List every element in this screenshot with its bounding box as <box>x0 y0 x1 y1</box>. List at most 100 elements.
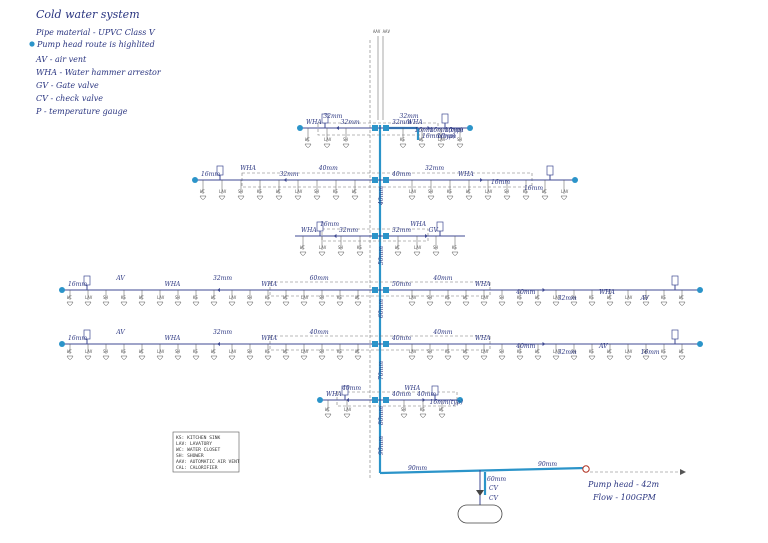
fixture-icon <box>462 355 470 360</box>
fixture-label: KS <box>420 407 425 412</box>
fixture-label: SH <box>175 349 180 354</box>
fixture-label: LAV <box>344 407 352 412</box>
fixture-icon <box>282 301 290 306</box>
fixture-label: SH <box>338 245 343 250</box>
fixture-label: WC <box>535 295 540 300</box>
fixture-icon <box>264 355 272 360</box>
fixture-icon <box>210 355 218 360</box>
arrow-left-icon <box>336 126 339 130</box>
fixture-label: SH <box>499 295 504 300</box>
fixture-icon <box>282 355 290 360</box>
pipe-size-label: WHA <box>599 289 615 296</box>
fixture-icon <box>342 143 350 148</box>
fixture-icon <box>498 355 506 360</box>
fixture-icon <box>552 301 560 306</box>
fixture-icon <box>336 355 344 360</box>
fixture-label: LAV <box>219 189 227 194</box>
fixture-label: LAV <box>409 189 417 194</box>
fixture-label: WC <box>419 137 424 142</box>
pipe-size-label: WHA <box>407 119 423 126</box>
riser-size-label: 90mm <box>378 436 385 455</box>
arrow-left-icon <box>346 398 349 402</box>
riser-size-label: 80mm <box>378 406 385 425</box>
fixture-icon <box>120 355 128 360</box>
fixture-label: WC <box>283 295 288 300</box>
fixture-label: KS <box>337 295 342 300</box>
arrow-right-icon <box>542 342 546 346</box>
fixture-label: KS <box>193 349 198 354</box>
fixture-icon <box>503 195 511 200</box>
gate-valve-icon <box>372 341 378 347</box>
main-supply: 90mm 90mm Pump head - 42m Flow - 100GPM <box>379 461 686 502</box>
fixture-icon <box>294 195 302 200</box>
fixture-label: SH <box>319 295 324 300</box>
pipe-size-label: AV <box>640 295 650 302</box>
fixture-label: SH <box>314 189 319 194</box>
fixture-icon <box>624 301 632 306</box>
pipe-size-label: 60mm <box>310 275 329 282</box>
fixture-label: KS <box>445 295 450 300</box>
storage-tank-assembly: 60mm CV CV <box>457 470 506 524</box>
fixture-icon <box>356 251 364 256</box>
note-line: CV - check valve <box>36 94 103 103</box>
fixture-icon <box>156 301 164 306</box>
air-vent-icon <box>297 125 303 131</box>
air-vent-icon <box>59 341 65 347</box>
fixture-icon <box>332 195 340 200</box>
fixture-icon <box>199 195 207 200</box>
pipe-size-label: WHA <box>475 335 491 342</box>
pump-icon <box>582 465 590 473</box>
fixture-icon <box>480 355 488 360</box>
air-vent-icon <box>192 177 198 183</box>
fixture-icon <box>337 251 345 256</box>
fixture-label: WC <box>355 349 360 354</box>
pipe-size-label: 16mm <box>437 133 456 140</box>
fixture-icon <box>246 355 254 360</box>
fixture-label: WC <box>395 245 400 250</box>
pipe-size-label: WHA <box>306 119 322 126</box>
pipe-size-label: 40mm <box>391 391 411 398</box>
fixture-icon <box>522 195 530 200</box>
pipe-size-label: 40mm <box>515 289 535 296</box>
fixture-icon <box>102 355 110 360</box>
pipe-size-label: WHA <box>475 281 491 288</box>
fixture-label: LAV <box>85 295 93 300</box>
fixture-label: WC <box>305 137 310 142</box>
fixture-icon <box>304 143 312 148</box>
fixture-icon <box>354 301 362 306</box>
water-hammer-arrestor-icon <box>441 113 449 124</box>
fixture-icon <box>465 195 473 200</box>
fixture-icon <box>570 355 578 360</box>
fixture-icon <box>498 301 506 306</box>
fixture-icon <box>299 251 307 256</box>
note-line: P - temperature gauge <box>35 107 128 116</box>
fixture-label: WC <box>139 349 144 354</box>
pipe-size-label: 32mm <box>425 165 444 172</box>
fixture-icon <box>174 355 182 360</box>
fixture-icon <box>451 251 459 256</box>
pipe-size-label: 16mm <box>68 281 87 288</box>
fixture-label: WC <box>607 349 612 354</box>
gate-valve-icon <box>372 233 378 239</box>
riser-size-label: 60mm <box>378 299 385 318</box>
pipe-size-label: 16mm(typ) <box>422 133 456 140</box>
fixture-label: WC <box>139 295 144 300</box>
fixture-label: SH <box>571 349 576 354</box>
gate-valve-icon <box>383 287 389 293</box>
pipe-size-label: 16mm <box>491 179 510 186</box>
note-line: GV - Gate valve <box>36 81 99 90</box>
pipe-size-label: 32mm <box>213 275 232 282</box>
fixture-label: WC <box>463 349 468 354</box>
gate-valve-icon <box>383 177 389 183</box>
fixture-label: SH <box>571 295 576 300</box>
riser-size-labels: 40mm 50mm 60mm 70mm 80mm 90mm <box>378 186 385 455</box>
fixture-icon <box>427 195 435 200</box>
arrow-left-icon <box>283 178 287 182</box>
fixture-label: LAV <box>481 349 489 354</box>
fixture-label: SH <box>175 295 180 300</box>
note-line: Pipe material - UPVC Class V <box>35 28 156 37</box>
fixture-icon <box>84 355 92 360</box>
gate-valve-icon <box>383 125 389 131</box>
fixture-icon <box>218 195 226 200</box>
